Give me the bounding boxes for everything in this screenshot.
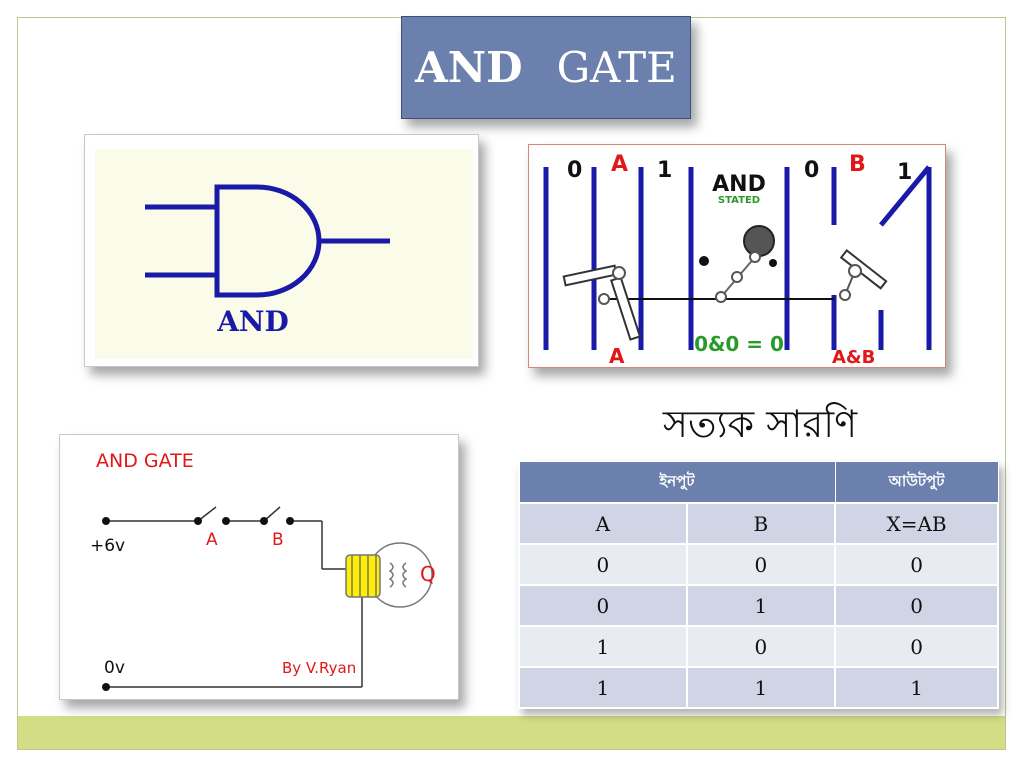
- right-switch-arm: [839, 249, 888, 301]
- table-row: A B X=AB: [518, 502, 999, 545]
- right-letter: B: [849, 152, 866, 177]
- table-cell: 0: [518, 584, 688, 627]
- table-cell: 1: [834, 666, 999, 709]
- column-header-x: X=AB: [834, 502, 999, 545]
- input-header: ইনপুট: [518, 461, 836, 504]
- circuit-wires: [106, 506, 363, 688]
- center-top: AND: [712, 172, 766, 197]
- circuit-title: AND GATE: [96, 450, 194, 472]
- bottom-equation: 0&0 = 0: [694, 332, 784, 356]
- switch-diagram-panel: 0 A 1 AND STATED 0 B 1 A: [528, 144, 946, 368]
- center-sub: STATED: [718, 195, 760, 206]
- bottom-a: A: [609, 344, 625, 367]
- output-header: আউটপুট: [834, 461, 999, 504]
- right-zero: 0: [804, 158, 819, 183]
- circuit-nodes: [102, 517, 294, 691]
- credit-label: By V.Ryan: [282, 659, 356, 677]
- symbol-background: [95, 149, 473, 359]
- gate-label: AND: [216, 305, 289, 338]
- title-bold: AND: [415, 43, 523, 92]
- right-one: 1: [897, 160, 912, 185]
- zero-label: 0v: [104, 658, 125, 678]
- center-linkage: [699, 225, 777, 303]
- and-gate-symbol-panel: AND: [84, 134, 479, 367]
- table-cell: 1: [518, 666, 688, 709]
- bottom-ab: A&B: [832, 347, 875, 367]
- table-cell: 0: [834, 584, 999, 627]
- switch-a-label: A: [206, 530, 218, 550]
- table-row: 1 0 0: [518, 625, 999, 668]
- left-letter: A: [611, 152, 628, 177]
- and-gate-symbol: AND: [95, 149, 473, 359]
- switch-diagram: 0 A 1 AND STATED 0 B 1 A: [543, 152, 932, 367]
- truth-table: ইনপুট আউটপুট A B X=AB 0 0 0 0 1 0 1 0 0 …: [518, 461, 999, 709]
- plus-label: +6v: [90, 536, 125, 556]
- left-one: 1: [657, 158, 672, 183]
- circuit-diagram: AND GATE: [90, 450, 436, 691]
- bottom-band: [18, 716, 1005, 749]
- table-cell: 0: [685, 625, 837, 668]
- column-header-a: A: [518, 502, 688, 545]
- gate-body: [214, 184, 322, 298]
- left-switch-arm: [562, 264, 642, 341]
- table-cell: 0: [834, 543, 999, 586]
- table-cell: 0: [834, 625, 999, 668]
- left-zero: 0: [567, 158, 582, 183]
- switch-b-label: B: [272, 530, 284, 550]
- table-row: 0 0 0: [518, 543, 999, 586]
- slide-title: AND GATE: [401, 16, 691, 119]
- vertical-rails: [543, 165, 932, 350]
- truth-table-heading: সত্যক সারণি: [662, 402, 858, 446]
- table-cell: 1: [685, 584, 837, 627]
- table-row: 0 1 0: [518, 584, 999, 627]
- table-cell: 0: [518, 543, 688, 586]
- table-cell: 1: [518, 625, 688, 668]
- column-header-b: B: [685, 502, 837, 545]
- title-rest: GATE: [556, 43, 677, 92]
- table-cell: 1: [685, 666, 837, 709]
- table-cell: 0: [685, 543, 837, 586]
- q-label: Q: [420, 562, 436, 586]
- circuit-panel: AND GATE: [59, 434, 459, 700]
- table-row: 1 1 1: [518, 666, 999, 709]
- bulb-icon: [345, 542, 433, 608]
